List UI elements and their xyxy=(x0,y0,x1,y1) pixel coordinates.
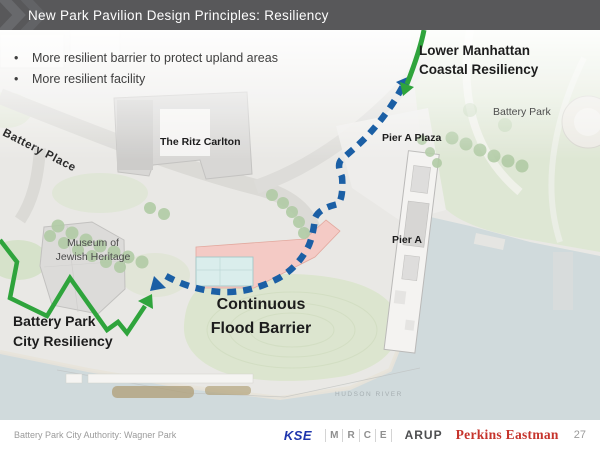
annotation-battery-park-city-resiliency: Battery Park City Resiliency xyxy=(13,313,113,349)
lower-manhattan-arrow xyxy=(400,30,427,96)
arup-logo: ARUP xyxy=(404,428,443,442)
bullet-text: More resilient facility xyxy=(32,72,146,86)
barrier-arrowhead-southwest xyxy=(150,276,166,291)
bullet-text: More resilient barrier to protect upland… xyxy=(32,51,278,65)
global-wash xyxy=(0,30,600,420)
boat xyxy=(112,386,194,398)
label-pier-a: Pier A xyxy=(392,234,422,246)
bullet-marker: • xyxy=(14,72,19,86)
label-battery-park: Battery Park xyxy=(493,106,551,118)
new-pavilion xyxy=(195,219,341,289)
map-area: • More resilient barrier to protect upla… xyxy=(0,30,600,420)
title-bar: New Park Pavilion Design Principles: Res… xyxy=(0,0,600,30)
kse-logo: KSE xyxy=(283,427,313,443)
page-title: New Park Pavilion Design Principles: Res… xyxy=(28,7,329,23)
footer-credit: Battery Park City Authority: Wagner Park xyxy=(14,430,177,440)
perkins-eastman-logo: Perkins Eastman xyxy=(455,427,559,442)
right-pier xyxy=(553,252,573,310)
footer: Battery Park City Authority: Wagner Park… xyxy=(0,420,600,450)
boat xyxy=(205,386,251,395)
green-arrowhead-down xyxy=(400,82,414,96)
label-hudson-river: HUDSON RIVER xyxy=(335,391,403,398)
site-plan-map xyxy=(0,30,600,420)
lawn-patch xyxy=(0,240,48,280)
ferry-dock xyxy=(65,373,254,398)
label-museum-of-jewish-heritage: Museum of Jewish Heritage xyxy=(55,237,131,263)
green-arrowhead-upright xyxy=(138,294,153,309)
top-wash-overlay xyxy=(0,30,600,160)
pier-a-building xyxy=(383,150,440,354)
bullet-list: • More resilient barrier to protect upla… xyxy=(14,51,278,93)
bullet-item: • More resilient facility xyxy=(14,72,278,86)
wagner-park-lawn xyxy=(183,274,400,381)
label-pier-a-plaza: Pier A Plaza xyxy=(382,132,442,144)
bullet-item: • More resilient barrier to protect upla… xyxy=(14,51,278,65)
annotation-lower-manhattan-coastal-resiliency: Lower Manhattan Coastal Resiliency xyxy=(419,43,539,77)
bullet-marker: • xyxy=(14,51,19,65)
page-number: 27 xyxy=(573,429,586,441)
pavilion-cyan-zone xyxy=(195,256,254,287)
annotation-continuous-flood-barrier: Continuous Flood Barrier xyxy=(210,296,312,337)
lawn-patch xyxy=(52,173,148,213)
battery-park-city-arrow xyxy=(0,238,153,337)
label-ritz-carlton: The Ritz Carlton xyxy=(160,136,241,148)
small-dock xyxy=(473,233,506,250)
chevron-icon xyxy=(0,0,52,30)
